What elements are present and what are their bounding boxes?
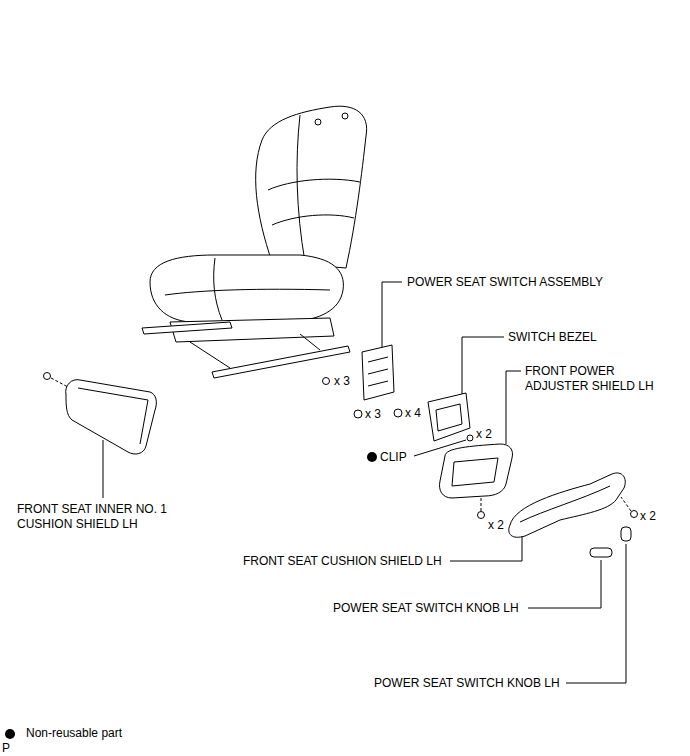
leader-line — [528, 560, 601, 608]
backrest-seam — [268, 115, 360, 262]
leader-line — [566, 544, 626, 683]
legend-dot — [5, 729, 15, 739]
cushion-seam — [165, 258, 330, 320]
shield-edge — [78, 388, 148, 444]
bezel-detail — [436, 404, 462, 431]
non-reusable-dot — [367, 452, 377, 462]
leader-line — [414, 440, 466, 456]
switch-knob — [590, 548, 612, 557]
quantity-label: x 3 — [334, 374, 350, 389]
quantity-label: x 2 — [476, 427, 492, 442]
quantity-label: x 2 — [488, 518, 504, 533]
headrest-button — [315, 119, 321, 125]
switch-assembly — [362, 345, 394, 400]
switch-detail — [368, 357, 388, 386]
quantity-label: x 3 — [365, 407, 381, 422]
screw — [631, 511, 638, 518]
dashed-line — [481, 498, 482, 511]
seat-backrest — [256, 106, 367, 268]
screw — [478, 512, 485, 519]
leader-line — [382, 282, 402, 347]
part-label: POWER SEAT SWITCH KNOB LH — [333, 601, 519, 616]
clip — [467, 435, 473, 441]
part-label: POWER SEAT SWITCH ASSEMBLY — [407, 275, 603, 290]
switch-bezel — [428, 393, 470, 441]
leader-line — [462, 337, 504, 394]
adjuster-shield — [440, 444, 513, 498]
dashed-line — [621, 497, 631, 511]
part-label: FRONT POWER ADJUSTER SHIELD LH — [525, 364, 665, 394]
part-label: POWER SEAT SWITCH KNOB LH — [374, 676, 560, 691]
shield-opening — [452, 458, 498, 486]
leader-line — [506, 371, 521, 444]
headrest-button — [342, 113, 348, 119]
legend-text: Non-reusable part — [26, 726, 122, 741]
nut — [394, 409, 402, 417]
part-label: P — [2, 741, 10, 756]
switch-knob — [621, 527, 631, 541]
seat-cushion — [150, 255, 343, 322]
seat-rail — [190, 334, 320, 368]
cushion-shield — [509, 473, 625, 537]
quantity-label: x 4 — [405, 406, 421, 421]
dashed-line — [51, 378, 68, 387]
seat-rail — [142, 322, 232, 334]
part-label: FRONT SEAT CUSHION SHIELD LH — [243, 554, 442, 569]
inner-cushion-shield — [66, 380, 157, 454]
shield-edge — [520, 486, 610, 522]
part-label: SWITCH BEZEL — [508, 330, 597, 345]
part-label: CLIP — [380, 450, 407, 465]
nut — [354, 410, 362, 418]
quantity-label: x 2 — [640, 509, 656, 524]
part-label: FRONT SEAT INNER NO. 1 CUSHION SHIELD LH — [17, 502, 187, 532]
leader-line — [103, 440, 104, 498]
leader-line — [450, 536, 522, 561]
seat-rail — [212, 346, 350, 378]
screw — [44, 373, 51, 380]
screw — [323, 378, 330, 385]
